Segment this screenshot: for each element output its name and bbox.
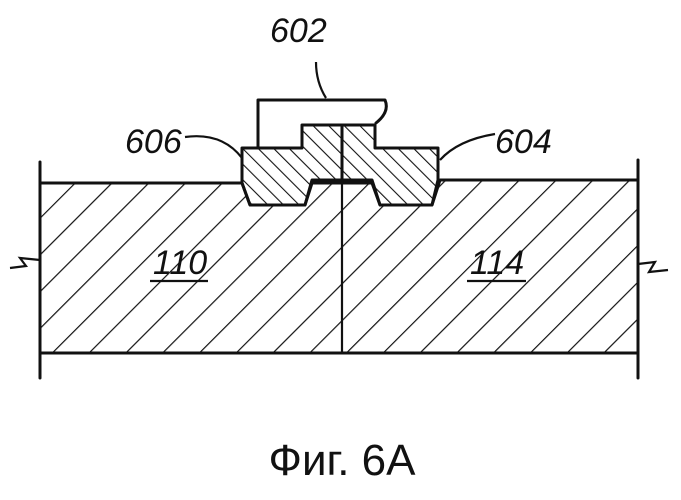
label-602: 602 [270,12,327,50]
label-114: 114 [470,244,524,282]
figure-caption: Фиг. 6A [269,436,417,485]
label-110: 110 [153,244,207,282]
label-606: 606 [125,123,182,161]
label-604: 604 [495,123,552,161]
